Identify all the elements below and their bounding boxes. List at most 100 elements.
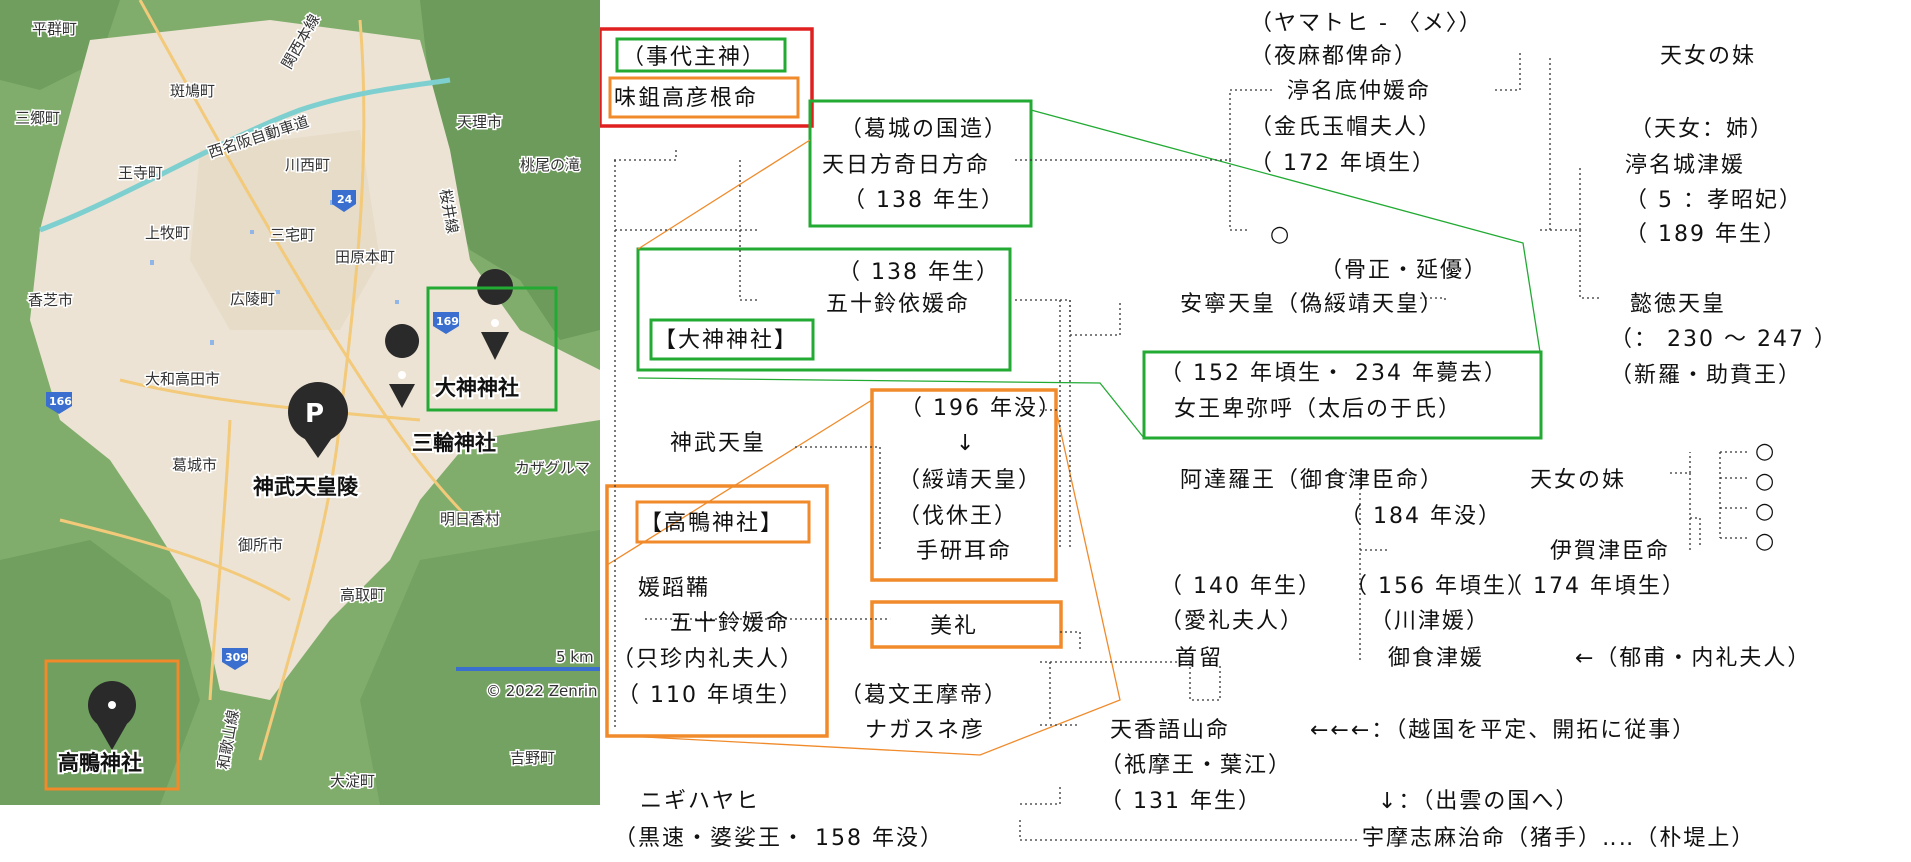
svg-text:169: 169 <box>436 315 459 328</box>
genealogy-diagram: （事代主神） 味鉏高彦根命 （葛城の国造） 天日方奇日方命 （ 138 年生） … <box>598 11 1836 851</box>
box-takakamo <box>605 484 829 738</box>
node-isuzu-year: （ 110 年頃生） <box>617 683 803 708</box>
node-tsuru-note: （愛礼夫人） <box>1160 609 1304 634</box>
tag-takakamo: 【高鴨神社】 <box>640 511 784 536</box>
node-nagasune-note: （葛文王摩帝） <box>840 683 1008 708</box>
node-nunasoko-note2: （夜麻都俾命） <box>1250 44 1418 69</box>
node-itoku-note: （新羅・助賁王） <box>1610 363 1802 388</box>
box-himiko <box>1142 350 1543 440</box>
node-annei: 安寧天皇（偽綏靖天皇） <box>1180 292 1444 317</box>
place-label: 田原本町 <box>335 248 395 266</box>
place-label: 三郷町 <box>15 109 60 127</box>
guide-line-orange <box>606 399 873 566</box>
node-circle-right: ○ <box>1755 439 1776 464</box>
place-label: 葛城市 <box>172 456 217 474</box>
place-label: 上牧町 <box>145 224 190 242</box>
route-shield-169: 169 <box>433 312 459 334</box>
place-label: 三宅町 <box>270 226 315 244</box>
node-amanokagu: 天香語山命 <box>1110 718 1230 743</box>
route-shield-24: 24 <box>332 190 356 212</box>
route-shield-309: 309 <box>222 648 248 670</box>
map-pin-miwa[interactable] <box>385 324 420 408</box>
node-nigihayahi-note: （黒速・婆娑王・ 158 年没） <box>614 826 944 851</box>
place-label: 香芝市 <box>28 291 73 309</box>
node-circle-right: ○ <box>1755 529 1776 554</box>
guide-line-orange <box>606 409 1121 756</box>
node-himiko-note: （ 152 年頃生・ 234 年薨去） <box>1160 361 1508 386</box>
node-suizei-alt2: （伐休王） <box>898 504 1018 529</box>
place-label: 川西町 <box>285 156 330 174</box>
node-amanokagu-note: （祇摩王・葉江） <box>1100 753 1292 778</box>
node-umashimaji: 宇摩志麻治命（猪手）‥‥（朴堤上） <box>1362 826 1755 851</box>
node-igatsu: 伊賀津臣命 <box>1550 539 1670 564</box>
node-amenohikata: 天日方奇日方命 <box>822 153 990 178</box>
node-itoku: 懿徳天皇 <box>1630 292 1726 317</box>
node-nunasoko: 渟名底仲媛命 <box>1287 79 1431 104</box>
node-suizei-alt: （綏靖天皇） <box>898 468 1042 493</box>
node-nunasoko-note3: （金氏玉帽夫人） <box>1250 115 1442 140</box>
box-kotoshiro <box>598 27 814 128</box>
node-ajisuki: 味鉏高彦根命 <box>614 86 758 111</box>
node-nunaki-note2: （ 5 ：孝昭妃） <box>1625 188 1803 213</box>
tree-lines <box>614 52 1750 841</box>
box-mire <box>870 600 1063 649</box>
node-circle: ○ <box>1270 222 1291 247</box>
guide-line-orange <box>637 139 811 250</box>
note-ikuho: ←（郁甫・内礼夫人） <box>1575 646 1811 671</box>
node-annei-note: （骨正・延優） <box>1320 258 1488 283</box>
map-highlight-takakamo <box>44 659 180 791</box>
box-omiwa-tag <box>649 318 815 361</box>
scale-label: 5 km <box>556 648 594 666</box>
place-label: 高取町 <box>340 586 385 604</box>
place-label: 明日香村 <box>440 510 500 528</box>
node-tennyo-imouto-top: 天女の妹 <box>1660 44 1756 69</box>
node-mikatsu-year: （ 156 年頃生） <box>1345 574 1531 599</box>
place-label: 平群町 <box>32 20 77 38</box>
node-mire: 美礼 <box>930 614 978 639</box>
box-kotoshiro-green <box>615 37 787 73</box>
node-mikatsu: 御食津媛 <box>1388 646 1484 671</box>
place-label: 吉野町 <box>510 749 555 767</box>
node-isuyori-year: （ 138 年生） <box>838 260 1000 285</box>
box-katsuragi <box>808 99 1033 228</box>
place-label: 大和高田市 <box>145 370 220 388</box>
node-nigihayahi: ニギハヤヒ <box>640 789 760 814</box>
svg-text:166: 166 <box>49 395 72 408</box>
node-suizei-year: （ 196 年没） <box>900 396 1062 421</box>
guide-line-green <box>1030 109 1541 353</box>
map-pin-jimmu[interactable]: P <box>288 382 348 458</box>
place-label: 御所市 <box>238 536 283 554</box>
map-pin-takakamo[interactable] <box>88 681 136 750</box>
node-katsuragi-note: （葛城の国造） <box>840 117 1008 142</box>
node-nunaki-year: （ 189 年生） <box>1625 222 1787 247</box>
node-nunasoko-note1: （ヤマトヒ - 〈メ〉） <box>1250 11 1483 36</box>
place-label: 広陵町 <box>230 290 275 308</box>
box-isuyori <box>636 247 1012 372</box>
node-circle-right: ○ <box>1755 499 1776 524</box>
parking-icon: P <box>305 399 324 429</box>
pin-label-omiwa: 大神神社 <box>435 376 519 400</box>
node-nunasoko-year: （ 172 年頃生） <box>1250 151 1436 176</box>
node-tennyo-imouto: 天女の妹 <box>1530 468 1626 493</box>
box-ajisuki <box>608 76 800 119</box>
node-amanokagu-year: （ 131 年生） <box>1100 789 1262 814</box>
svg-text:309: 309 <box>225 651 248 664</box>
node-isuzu-note: （只珍内礼夫人） <box>612 647 804 672</box>
node-himiko: 女王卑弥呼（太后の于氏） <box>1174 397 1462 422</box>
note-koshi: ←←←：（越国を平定、開拓に従事） <box>1310 718 1696 743</box>
genealogy-chart: （事代主神） 味鉏高彦根命 （葛城の国造） 天日方奇日方命 （ 138 年生） … <box>598 0 1911 858</box>
node-circle-right: ○ <box>1755 469 1776 494</box>
place-label: 桃尾の滝 <box>520 156 580 174</box>
guide-line-green <box>637 377 1145 439</box>
node-tsuru-year: （ 140 年生） <box>1160 574 1322 599</box>
node-isuzu-alt: 媛蹈鞴 <box>638 576 710 601</box>
pin-label-jimmu: 神武天皇陵 <box>253 475 359 499</box>
map-panel: 24 169 166 309 平群町 斑鳩町 西名阪自動車道 三郷町 王寺町 天… <box>0 0 600 805</box>
node-atara: 阿達羅王（御食津臣命） <box>1180 468 1444 493</box>
pin-label-miwa: 三輪神社 <box>412 431 496 455</box>
box-suizei <box>870 388 1058 582</box>
tag-omiwa: 【大神神社】 <box>654 328 798 353</box>
node-nagasune: ナガスネ彦 <box>865 718 985 743</box>
node-suizei-arrow: ↓ <box>956 431 976 456</box>
box-takakamo-tag <box>635 500 811 544</box>
